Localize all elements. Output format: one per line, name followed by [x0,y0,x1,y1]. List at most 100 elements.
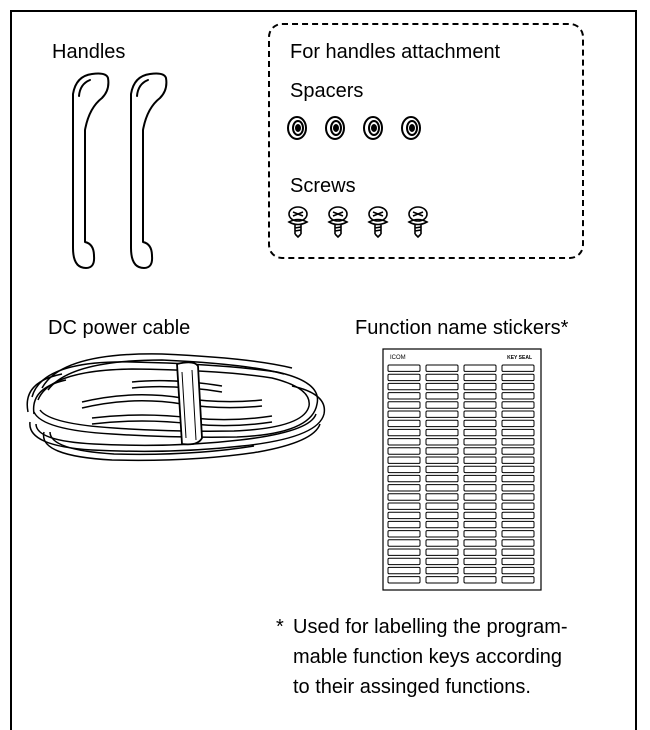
spacer-icon [287,116,307,140]
sticker-cell [501,364,535,372]
sticker-cell [501,465,535,474]
sticker-cell [425,364,459,372]
sticker-cell [425,456,459,464]
sticker-cell [501,511,535,520]
sticker-cell [387,557,421,566]
sticker-cell [425,548,459,556]
sticker-cell [463,447,497,455]
screw-icon [327,206,349,239]
sticker-cell [387,447,421,455]
sticker-cell [463,511,497,520]
sticker-cell [425,484,459,492]
sticker-cell [501,456,535,464]
spacer-icon [401,116,421,140]
sticker-cell [425,382,459,391]
manual-frame [10,10,637,730]
sticker-cell [387,410,421,418]
sticker-cell [501,401,535,409]
spacers-label: Spacers [290,80,364,102]
sticker-cell [463,502,497,510]
handles-label: Handles [52,41,126,63]
sticker-cell [463,428,497,437]
sticker-cell [501,373,535,382]
screw-icon [367,206,389,239]
sticker-cell [425,566,459,575]
sticker-cell [387,566,421,575]
sticker-cell [463,493,497,501]
sticker-cell [387,493,421,501]
sticker-cell [387,428,421,437]
sticker-cell [387,576,421,584]
sticker-cell [501,438,535,446]
sticker-cell [501,548,535,556]
sticker-cell [425,465,459,474]
footnote-line-1: Used for labelling the program- [293,616,568,638]
sticker-cell [387,438,421,446]
attachment-title: For handles attachment [290,41,501,63]
sticker-cell [387,419,421,428]
sticker-cell [425,410,459,418]
sticker-cell [425,511,459,520]
sticker-cell [387,539,421,547]
sticker-cell [425,539,459,547]
sticker-cell [463,410,497,418]
sticker-cell [387,382,421,391]
stickers-label: Function name stickers* [355,317,569,339]
sticker-cell [425,428,459,437]
sticker-sheet-icon: ICOM KEY SEAL [382,348,542,591]
sticker-cell [425,438,459,446]
sticker-cell [425,576,459,584]
sticker-cell [501,520,535,529]
sticker-cell [387,474,421,483]
sticker-cell [501,566,535,575]
sticker-cell [387,373,421,382]
sticker-cell [501,576,535,584]
sticker-cell [425,520,459,529]
sticker-cell [463,438,497,446]
handle-icon [72,72,110,269]
sticker-cell [387,392,421,400]
sticker-cell [425,447,459,455]
sticker-cell [501,539,535,547]
sticker-cell [463,474,497,483]
sticker-cell [463,548,497,556]
sticker-cell [387,465,421,474]
screw-icon [287,206,309,239]
sticker-cell [463,576,497,584]
sticker-cell [463,456,497,464]
sticker-cell [387,484,421,492]
spacer-icon [363,116,383,140]
spacers-illustration [287,116,421,140]
sticker-cell [463,373,497,382]
handle-icon [130,72,168,269]
sticker-cell [501,410,535,418]
sticker-cell [387,530,421,538]
sticker-cell [387,364,421,372]
sticker-cell [501,557,535,566]
footnote-line-2: mable function keys according [293,646,563,668]
sticker-sheet-title: KEY SEAL [507,355,532,361]
sticker-cell [425,557,459,566]
sticker-cell [425,419,459,428]
sticker-cell [425,373,459,382]
sticker-cell [501,382,535,391]
sticker-cell [463,401,497,409]
sticker-cell [425,493,459,501]
footnote-mark: * [276,616,284,638]
sticker-cell [425,474,459,483]
sticker-cell [387,401,421,409]
sticker-cell [387,520,421,529]
sticker-cell [425,530,459,538]
sticker-cell [501,428,535,437]
cable-icon [26,353,326,462]
sticker-cell [501,502,535,510]
dc-cable-label: DC power cable [48,317,191,339]
sticker-cell [501,392,535,400]
sticker-cell [501,530,535,538]
sticker-cell [387,548,421,556]
sticker-cell [463,520,497,529]
sticker-cell [387,502,421,510]
footnote-line-3: to their assinged functions. [293,676,531,698]
spacer-icon [325,116,345,140]
sticker-cell [463,364,497,372]
